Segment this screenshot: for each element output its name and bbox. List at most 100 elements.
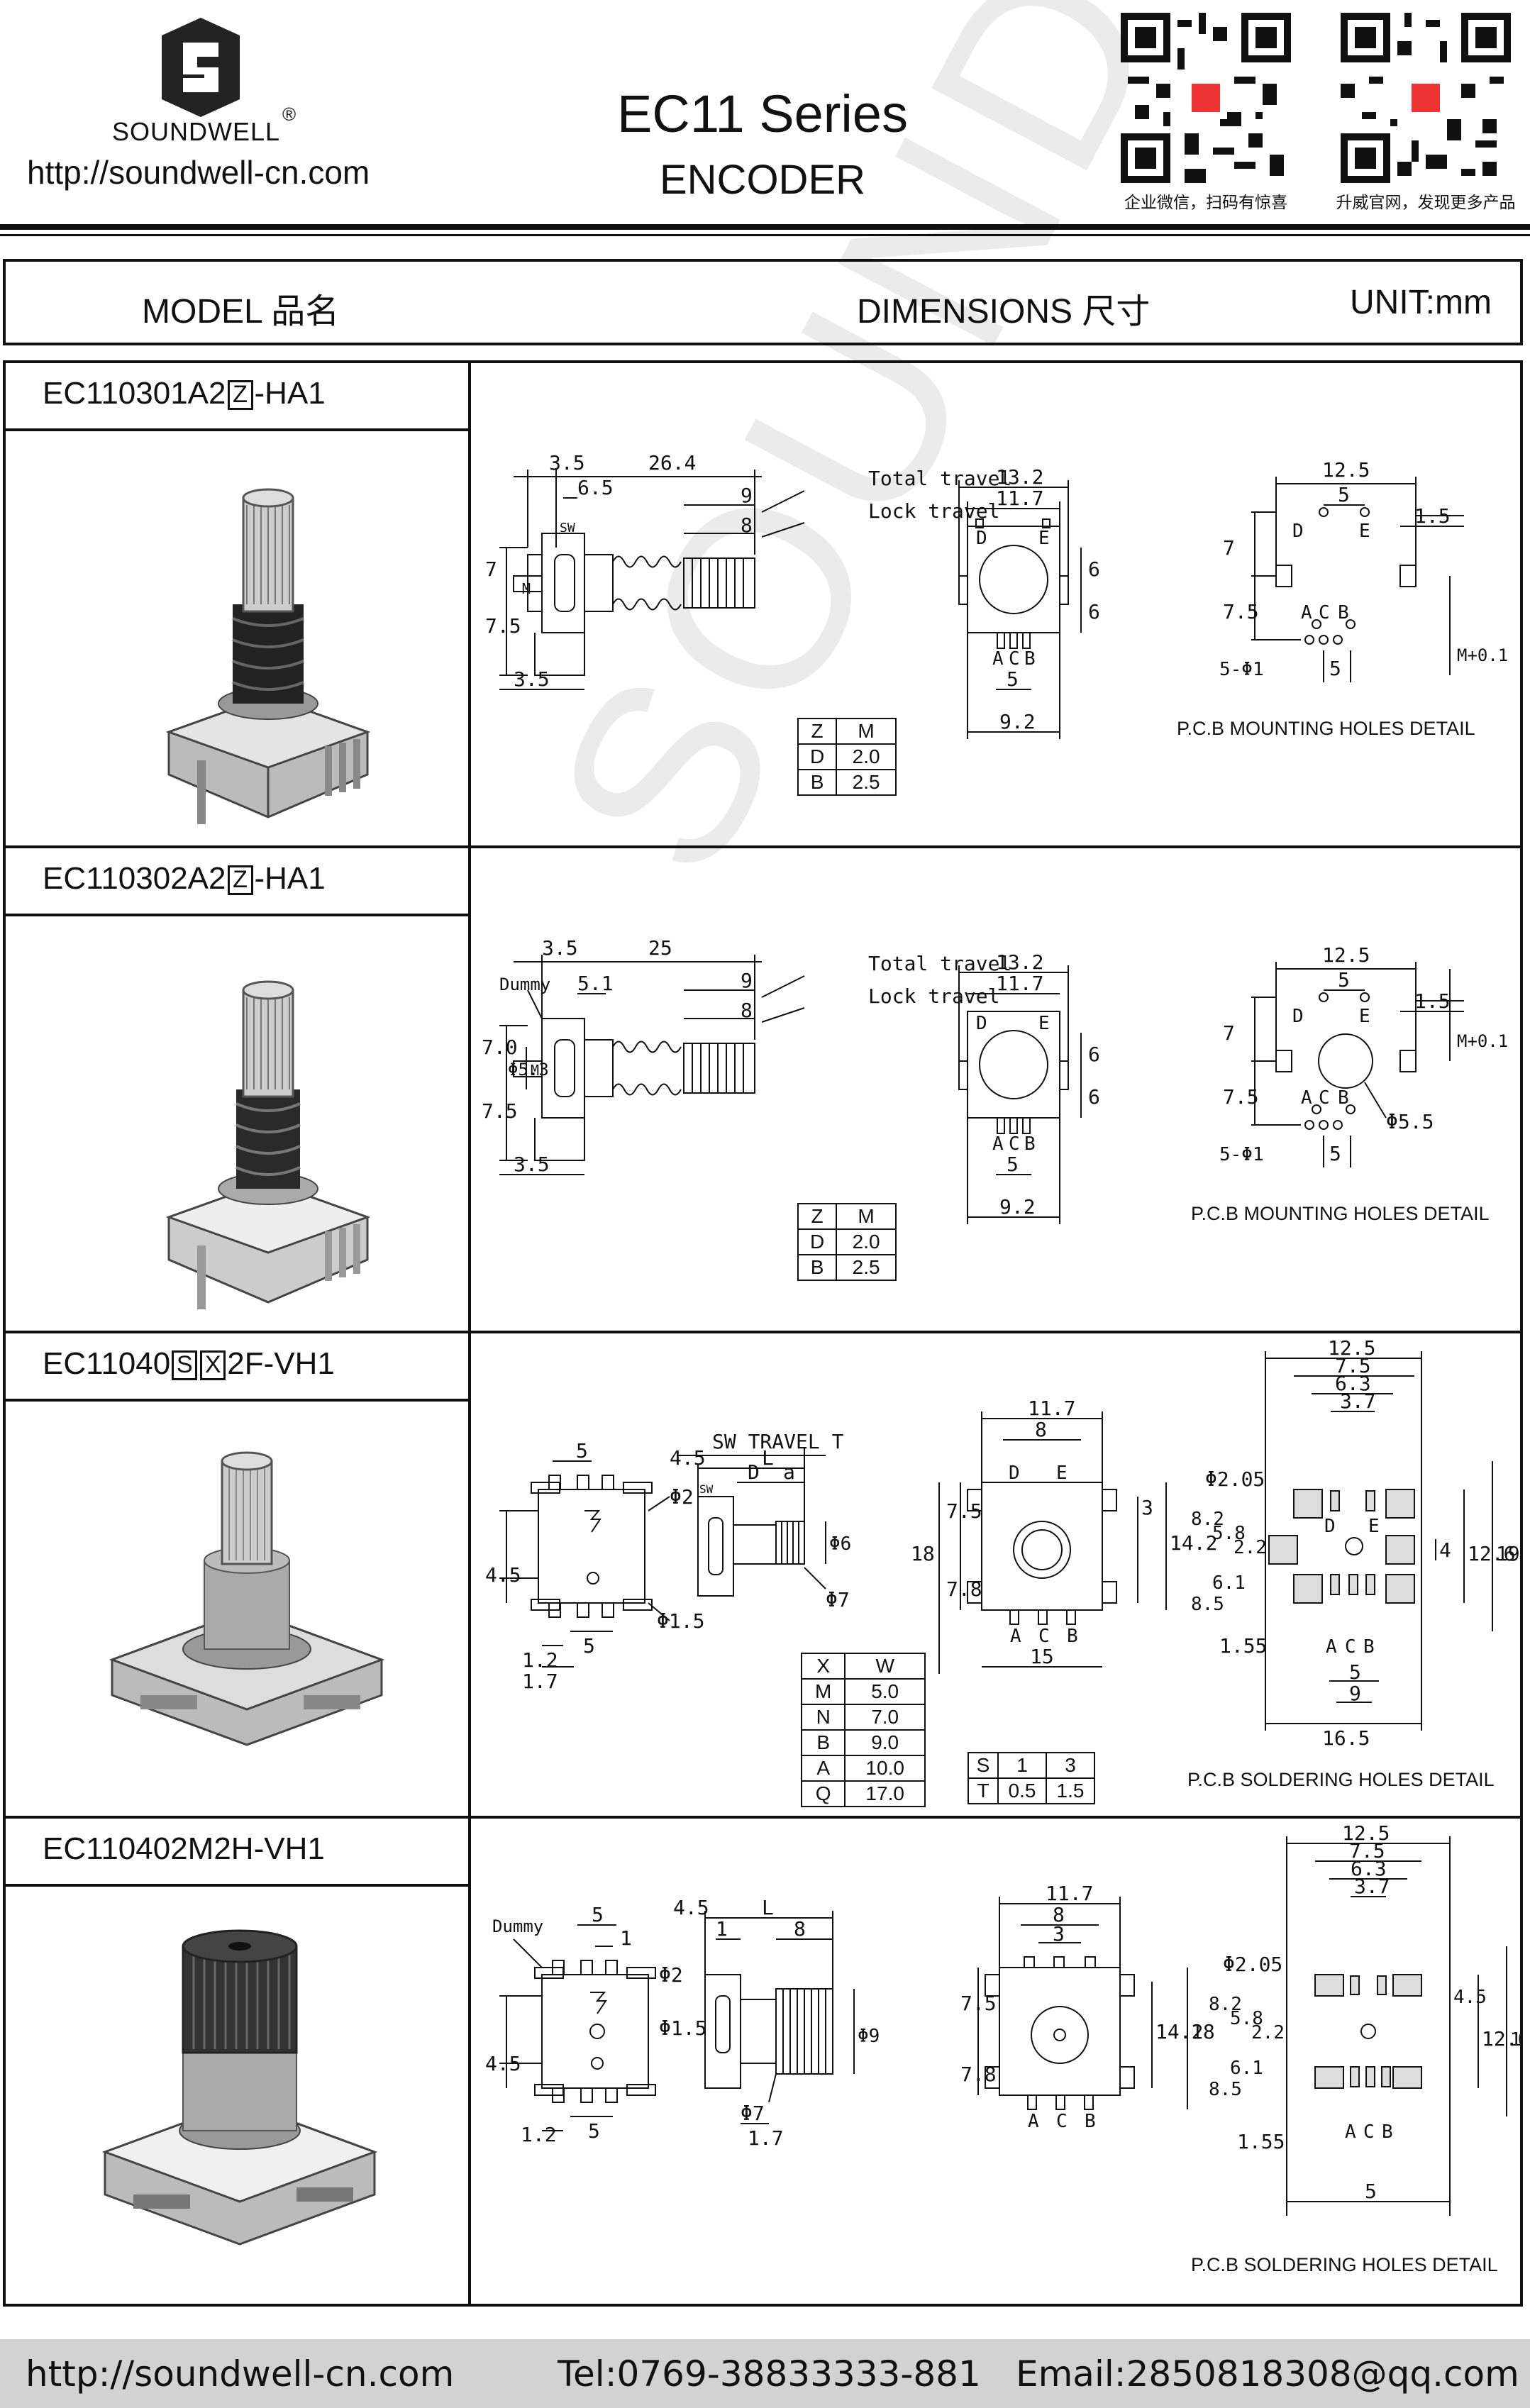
svg-text:3.5: 3.5 <box>514 667 550 691</box>
product-photo <box>91 1918 389 2276</box>
svg-text:Φ2: Φ2 <box>670 1485 694 1509</box>
svg-text:A: A <box>1326 1636 1337 1658</box>
svg-text:4.5: 4.5 <box>670 1446 706 1470</box>
svg-text:6.3: 6.3 <box>1351 1857 1387 1880</box>
svg-text:4.5: 4.5 <box>673 1896 709 1919</box>
svg-text:9: 9 <box>741 969 753 992</box>
svg-text:B: B <box>1382 2121 1393 2143</box>
svg-text:B: B <box>1067 1626 1078 1647</box>
svg-text:Φ5.5: Φ5.5 <box>1386 1110 1434 1133</box>
svg-text:A: A <box>992 648 1004 670</box>
svg-text:E: E <box>1056 1463 1068 1484</box>
dimension-drawing: 3.5 25 Total travel Dummy 5.1 9 Lock tra… <box>471 848 1520 1331</box>
svg-text:4.5: 4.5 <box>1453 1987 1487 2008</box>
svg-text:6: 6 <box>1088 557 1100 581</box>
svg-text:7.5: 7.5 <box>960 1992 997 2015</box>
svg-text:7.0: 7.0 <box>482 1036 518 1059</box>
svg-text:1: 1 <box>620 1926 632 1950</box>
svg-text:L: L <box>762 1896 774 1919</box>
svg-text:6.1: 6.1 <box>1230 2058 1263 2079</box>
svg-text:5: 5 <box>583 1634 595 1658</box>
svg-text:B: B <box>1363 1636 1375 1658</box>
svg-text:5: 5 <box>1007 667 1019 691</box>
svg-text:E: E <box>1038 528 1050 549</box>
svg-text:7.8: 7.8 <box>960 2063 997 2086</box>
svg-text:1.5: 1.5 <box>1414 504 1451 528</box>
svg-text:5: 5 <box>592 1903 604 1926</box>
svg-text:A: A <box>1301 1087 1312 1109</box>
qr-code-left <box>1121 13 1291 183</box>
svg-text:Φ5.3: Φ5.3 <box>508 1060 549 1080</box>
footer-email[interactable]: Email:2850818308@qq.com <box>1016 2353 1519 2395</box>
svg-text:A: A <box>1301 602 1312 623</box>
svg-text:9.2: 9.2 <box>999 710 1036 733</box>
svg-text:8: 8 <box>794 1917 806 1941</box>
svg-text:12.5: 12.5 <box>1322 458 1370 482</box>
svg-text:5.1: 5.1 <box>577 972 614 995</box>
qr-right-caption: 升威官网，发现更多产品 <box>1336 193 1516 211</box>
svg-text:7.5: 7.5 <box>1335 1354 1371 1377</box>
svg-text:11.7: 11.7 <box>996 972 1043 995</box>
svg-text:5.8: 5.8 <box>1230 2008 1263 2029</box>
svg-text:Φ1.5: Φ1.5 <box>659 2016 706 2040</box>
svg-text:3.7: 3.7 <box>1354 1875 1390 1898</box>
footer-tel: Tel:0769-38833333-881 <box>558 2353 981 2395</box>
svg-text:SW TRAVEL T: SW TRAVEL T <box>712 1430 844 1453</box>
svg-text:A: A <box>1345 2121 1356 2143</box>
svg-text:7: 7 <box>485 557 497 581</box>
svg-text:SW: SW <box>560 521 575 536</box>
footer-website[interactable]: http://soundwell-cn.com <box>26 2353 455 2395</box>
model-cell: EC110402M2H-VH1 <box>6 1819 471 2304</box>
svg-text:5: 5 <box>1329 657 1341 680</box>
pcb-caption: P.C.B MOUNTING HOLES DETAIL <box>1191 1203 1490 1224</box>
svg-text:A: A <box>1010 1626 1021 1647</box>
svg-text:M: M <box>531 1062 539 1079</box>
svg-text:M+0.1: M+0.1 <box>1457 1031 1508 1051</box>
svg-text:Φ2.05: Φ2.05 <box>1223 1953 1282 1976</box>
svg-text:19: 19 <box>1510 2029 1521 2051</box>
registered-mark: ® <box>282 104 296 125</box>
svg-text:5-Φ1: 5-Φ1 <box>1219 1144 1264 1165</box>
svg-text:Φ1.5: Φ1.5 <box>657 1609 704 1633</box>
header-rule-thin <box>0 234 1530 236</box>
svg-text:5: 5 <box>576 1439 588 1463</box>
svg-text:6: 6 <box>1088 1085 1100 1109</box>
svg-text:8: 8 <box>741 514 753 537</box>
svg-text:12.5: 12.5 <box>1342 1821 1390 1845</box>
svg-text:M+0.1: M+0.1 <box>1457 645 1508 665</box>
svg-text:25: 25 <box>648 936 672 960</box>
svg-text:8: 8 <box>1035 1418 1047 1441</box>
svg-text:12.6: 12.6 <box>1482 2027 1521 2051</box>
svg-text:5: 5 <box>1329 1142 1341 1165</box>
svg-text:6: 6 <box>1088 600 1100 623</box>
svg-text:Φ9: Φ9 <box>858 2026 880 2047</box>
svg-text:12.6: 12.6 <box>1468 1542 1515 1565</box>
logo <box>155 14 247 121</box>
svg-text:1.55: 1.55 <box>1219 1634 1267 1658</box>
svg-text:1.7: 1.7 <box>748 2126 784 2150</box>
svg-text:D: D <box>1292 521 1304 542</box>
svg-text:15: 15 <box>1030 1645 1054 1668</box>
qr-code-right <box>1341 13 1511 183</box>
svg-text:6.5: 6.5 <box>577 476 614 499</box>
svg-text:2.2: 2.2 <box>1234 1537 1267 1558</box>
svg-text:5: 5 <box>588 2119 600 2143</box>
model-name: EC110402M2H-VH1 <box>6 1819 468 1887</box>
svg-text:D: D <box>748 1460 760 1484</box>
column-header: MODEL 品名 DIMENSIONS 尺寸 UNIT:mm <box>3 259 1523 345</box>
svg-text:Φ2: Φ2 <box>659 1963 683 1987</box>
svg-text:D: D <box>976 528 987 549</box>
svg-text:2.2: 2.2 <box>1251 2022 1285 2043</box>
svg-text:7: 7 <box>1223 1021 1235 1045</box>
header-website[interactable]: http://soundwell-cn.com <box>27 154 370 191</box>
svg-text:4.5: 4.5 <box>485 1563 521 1587</box>
svg-text:3.5: 3.5 <box>514 1153 550 1176</box>
svg-text:6: 6 <box>1088 1043 1100 1066</box>
footer: http://soundwell-cn.com Tel:0769-3883333… <box>0 2339 1530 2408</box>
svg-text:13.2: 13.2 <box>996 465 1043 489</box>
